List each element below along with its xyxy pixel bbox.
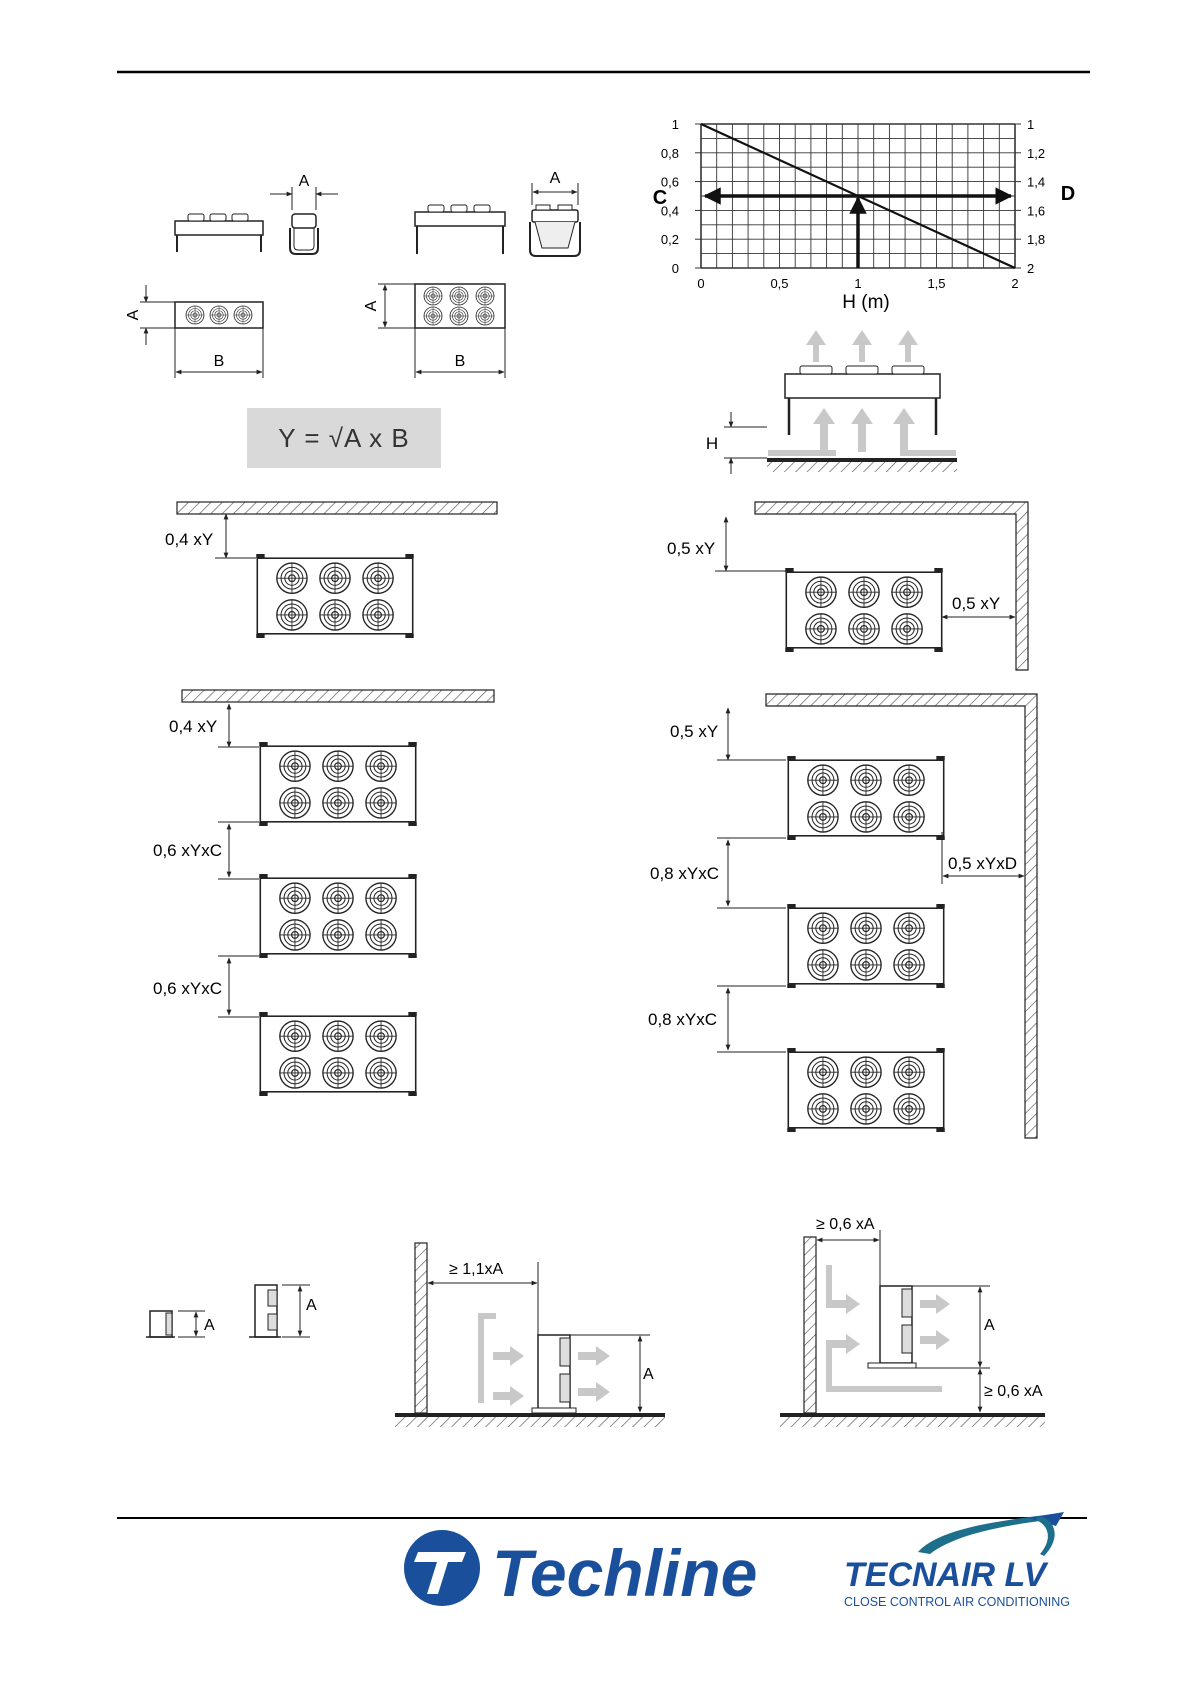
chart-y-right-tick-label: 1,4 <box>1027 175 1045 190</box>
clearance-rows-corner <box>717 694 1037 1138</box>
chart-right-axis-label: D <box>1061 183 1075 205</box>
clearance-single-wall <box>177 502 497 638</box>
label-04y-2: 0,4 xY <box>169 717 217 736</box>
techline-logo: Techline <box>400 1518 800 1618</box>
label-ge-06a-1: ≥ 0,6 xA <box>816 1216 875 1233</box>
techline-wordmark: Techline <box>492 1536 757 1610</box>
chart-x-tick-label: 0,5 <box>770 276 788 291</box>
chart-y-right-tick-label: 1 <box>1027 117 1034 132</box>
label-a-1: A <box>299 173 310 190</box>
vertical-unit-large <box>249 1285 310 1337</box>
label-b-1: B <box>214 353 225 370</box>
vertical-unit-small <box>146 1311 205 1337</box>
unit-double-row-side <box>415 205 505 254</box>
label-a-7: A <box>643 1366 654 1383</box>
chart-y-right-tick-label: 1,6 <box>1027 203 1045 218</box>
chart-y-left-tick-label: 0,2 <box>661 232 679 247</box>
unit-elevation-airflow <box>724 330 957 474</box>
formula-box: Y = √A x B <box>247 408 441 468</box>
label-a-3: A <box>125 309 142 320</box>
label-ge-06a-2: ≥ 0,6 xA <box>984 1383 1043 1400</box>
chart-x-axis-label: H (m) <box>842 292 889 313</box>
unit-single-row-front <box>270 187 338 254</box>
label-a-5: A <box>204 1317 215 1334</box>
chart-x-tick-label: 1 <box>854 276 861 291</box>
unit-single-row-plan <box>140 285 263 378</box>
chart-y-left-tick-label: 0,8 <box>661 146 679 161</box>
tecnair-wordmark: TECNAIR LV <box>844 1556 1049 1594</box>
label-05y-1: 0,5 xY <box>667 539 715 558</box>
label-h: H <box>706 434 718 453</box>
chart-x-tick-label: 1,5 <box>927 276 945 291</box>
label-a-6: A <box>306 1297 317 1314</box>
chart-y-right-tick-label: 1,2 <box>1027 146 1045 161</box>
clearance-rows-wall <box>182 690 494 1096</box>
vertical-unit-floor-wall <box>395 1243 665 1427</box>
formula-text: Y = √A x B <box>278 423 409 454</box>
label-b-2: B <box>455 353 466 370</box>
chart-y-left-tick-label: 0 <box>672 261 679 276</box>
unit-double-row-plan <box>378 284 505 378</box>
chart-y-right-tick-label: 2 <box>1027 261 1034 276</box>
unit-double-row-front <box>530 183 580 256</box>
tecnair-logo: TECNAIR LV CLOSE CONTROL AIR CONDITIONIN… <box>838 1510 1078 1620</box>
chart-x-tick-label: 0 <box>697 276 704 291</box>
label-05y-2: 0,5 xY <box>952 594 1000 613</box>
chart-x-tick-label: 2 <box>1011 276 1018 291</box>
chart-y-right-tick-label: 1,8 <box>1027 232 1045 247</box>
tecnair-tagline: CLOSE CONTROL AIR CONDITIONING <box>844 1595 1070 1609</box>
label-05y-3: 0,5 xY <box>670 722 718 741</box>
chart-y-left-tick-label: 1 <box>672 117 679 132</box>
label-a-4: A <box>363 300 380 311</box>
label-a-2: A <box>550 170 561 187</box>
clearance-corner <box>715 502 1028 670</box>
unit-single-row-side <box>175 214 263 252</box>
label-05yd: 0,5 xYxD <box>948 854 1017 873</box>
label-08yc-2: 0,8 xYxC <box>648 1010 717 1029</box>
tecnair-swoosh-icon <box>918 1514 1053 1554</box>
label-06yc-1: 0,6 xYxC <box>153 841 222 860</box>
chart-left-axis-label: C <box>653 187 667 209</box>
label-06yc-2: 0,6 xYxC <box>153 979 222 998</box>
label-a-8: A <box>984 1317 995 1334</box>
label-ge-11a: ≥ 1,1xA <box>449 1261 503 1278</box>
label-04y-1: 0,4 xY <box>165 530 213 549</box>
label-08yc-1: 0,8 xYxC <box>650 864 719 883</box>
